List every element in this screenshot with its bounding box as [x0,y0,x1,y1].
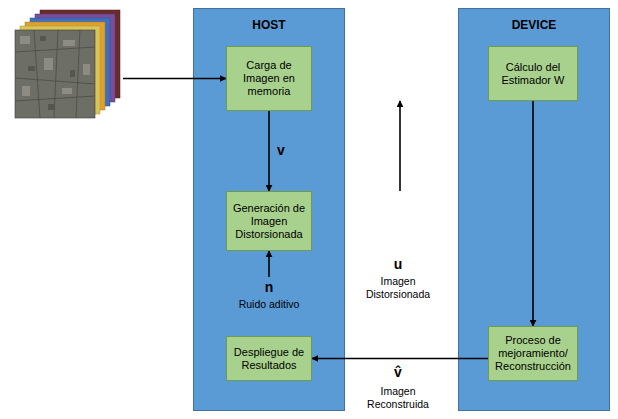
flow-arrow [312,358,488,360]
process-box: Cálculo del Estimador W [488,46,578,101]
process-box: Despliegue de Resultados [226,336,312,381]
box-label: Despliegue de Resultados [231,346,307,372]
box-label: Cálculo del Estimador W [493,61,573,87]
device-panel: HOST Carga de Imagen en memoriaGeneración… [193,8,345,411]
signal-symbol: u [390,256,406,272]
signal-symbol: v̂ [390,364,406,380]
process-box: Proceso de mejoramiento/ Reconstrucción [488,326,578,381]
signal-note: Imagen Distorsionada [358,275,438,301]
box-label: Proceso de mejoramiento/ Reconstrucción [493,334,573,373]
signal-symbol: v [273,142,289,158]
noise-arrow [268,251,270,277]
panel-heading: DEVICE [459,18,609,32]
process-box: Carga de Imagen en memoria [226,46,312,111]
flow-arrow [399,101,401,191]
flow-arrow [532,101,534,326]
signal-symbol: n [261,279,277,295]
box-label: Carga de Imagen en memoria [231,59,307,98]
box-label: Generación de Imagen Distorsionada [231,202,307,241]
input-arrow [123,78,226,80]
device-panel: DEVICE Cálculo del Estimador W Proceso de … [458,8,610,411]
panel-heading: HOST [194,18,344,32]
signal-note: Imagen Reconstruida [358,385,438,411]
signal-note: Ruido aditivo [224,298,314,311]
flow-arrow [268,111,270,191]
process-box: Generación de Imagen Distorsionada [226,191,312,251]
